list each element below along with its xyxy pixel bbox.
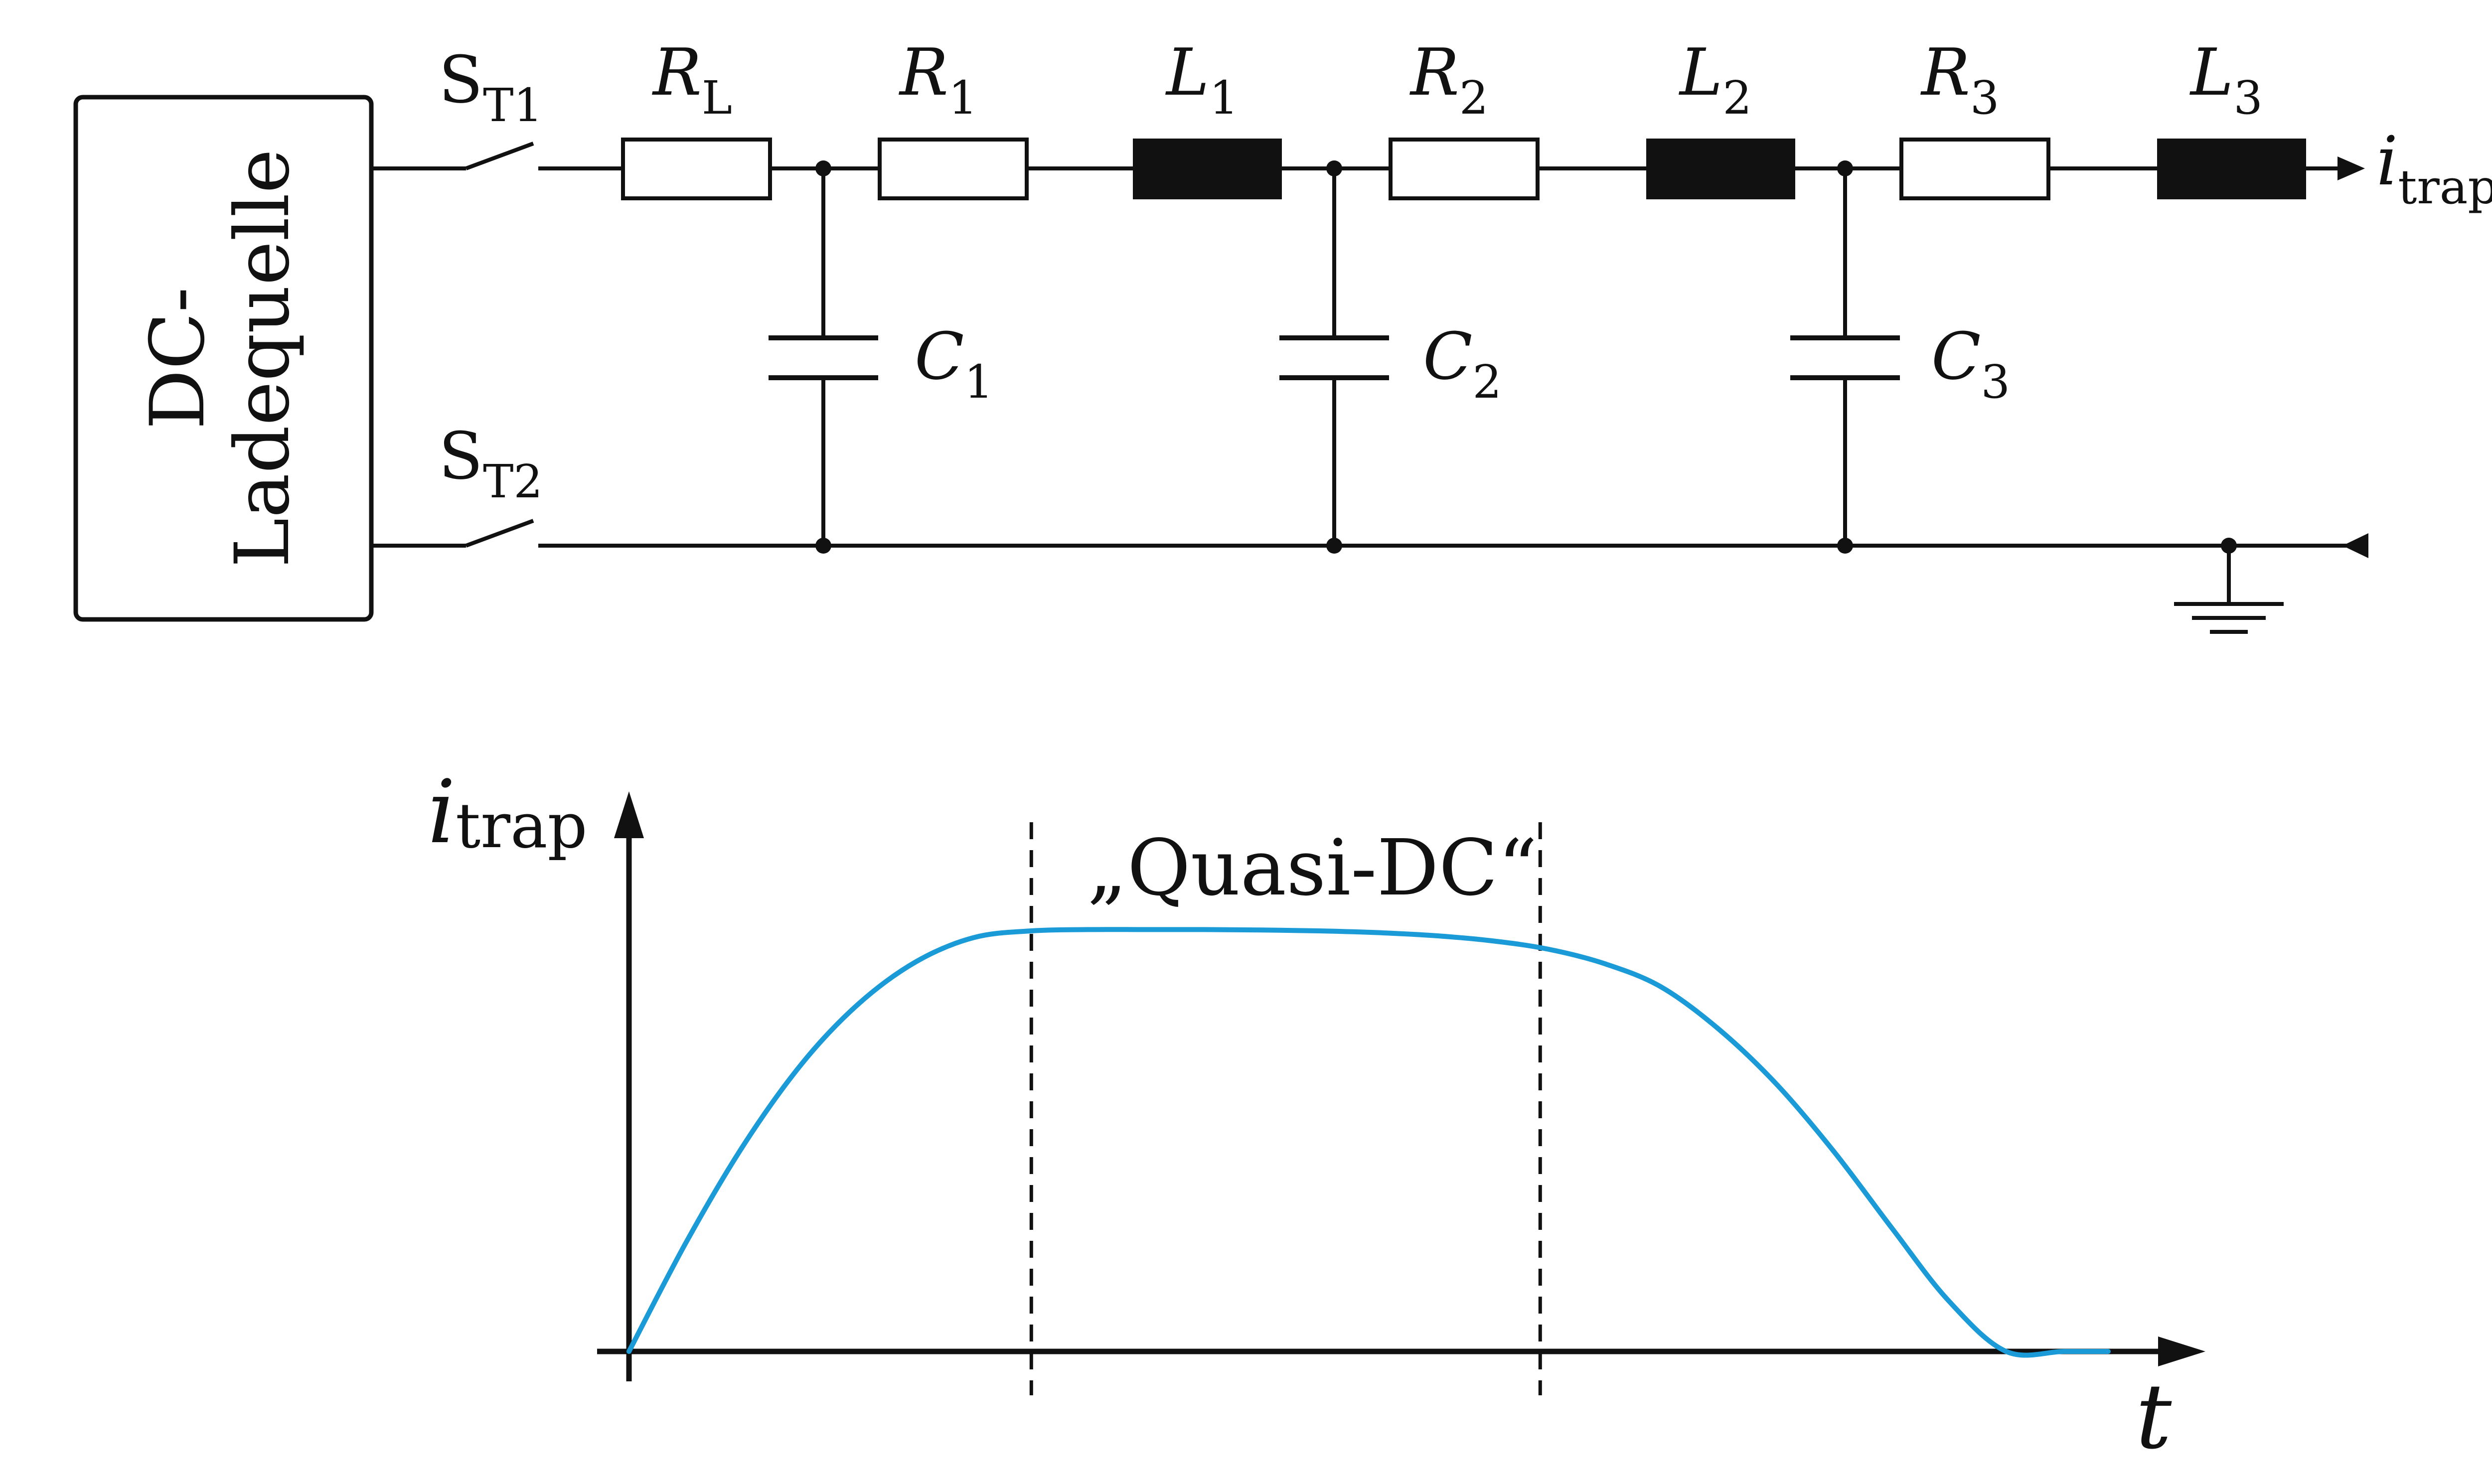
current-waveform-chart: itrap t „Quasi-DC“ (428, 762, 2205, 1469)
x-axis-arrowhead (2158, 1336, 2205, 1366)
resistor-rl (621, 138, 772, 200)
circuit-wires (371, 166, 2365, 604)
capacitor-c3-label: C3 (1931, 318, 2010, 409)
resistor-r2-label: R2 (1409, 34, 1488, 125)
resistor-r1 (878, 138, 1029, 200)
inductor-l3 (2157, 139, 2306, 199)
resistor-r1-label: R1 (899, 34, 977, 125)
x-axis-label: t (2136, 1365, 2172, 1469)
switch-st1 (465, 142, 534, 170)
capacitor-c1-label: C1 (915, 318, 993, 409)
resistor-r3 (1899, 138, 2050, 200)
y-axis-label: itrap (428, 762, 588, 863)
resistor-r2 (1389, 138, 1540, 200)
switch-st1-label: ST1 (439, 42, 543, 132)
source-label-line2: Ladequelle (219, 149, 306, 568)
capacitor-c3 (1790, 335, 1900, 380)
capacitor-c2 (1279, 335, 1389, 380)
switch-st2 (465, 519, 534, 548)
y-axis-arrowhead (614, 791, 644, 838)
resistor-r3-label: R3 (1920, 34, 1999, 125)
switch-st2-label: ST2 (439, 418, 543, 508)
inductor-l3-label: L3 (2189, 34, 2263, 125)
output-current-label: itrap (2376, 122, 2492, 215)
itrap-curve (626, 927, 2111, 1358)
quasi-dc-label: „Quasi-DC“ (1087, 823, 1537, 913)
source-label-line1: DC- (135, 287, 221, 430)
output-current-arrowhead (2337, 156, 2365, 180)
dc-charging-source: DC- Ladequelle (73, 95, 374, 622)
ground-icon (2174, 602, 2284, 634)
capacitor-c1 (769, 335, 878, 380)
return-current-arrowhead (2342, 533, 2368, 558)
inductor-l2 (1646, 139, 1795, 199)
inductor-l1 (1133, 139, 1282, 199)
inductor-l1-label: L1 (1165, 34, 1239, 125)
capacitor-c2-label: C2 (1423, 318, 1502, 409)
resistor-rl-label: RL (652, 34, 732, 125)
junction-dots (815, 160, 2237, 554)
inductor-l2-label: L2 (1679, 34, 1752, 125)
